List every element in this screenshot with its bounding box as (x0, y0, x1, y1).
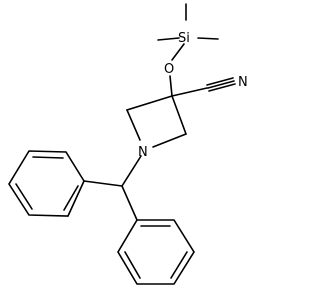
silicon-atom-label: Si (178, 31, 190, 46)
cn-triple-bond-3 (208, 83, 236, 92)
cn-triple-bond-1 (206, 77, 234, 86)
phenyl-left-double-2 (15, 183, 33, 210)
phenyl-bottom-double-2 (170, 251, 188, 279)
ch-left-phenyl-bond (83, 180, 123, 187)
phenyl-left-hexagon (8, 150, 85, 217)
phenyl-ring-left (8, 150, 85, 217)
ring-bond-c2-c3 (126, 95, 173, 111)
phenyl-ring-bottom (117, 219, 195, 285)
ring-bond-n-c2 (126, 109, 141, 141)
structure-diagram: Si O N N (8, 3, 248, 285)
azetidine-nitrogen-label: N (138, 145, 148, 160)
nitrile-nitrogen-label: N (238, 75, 248, 90)
oxygen-atom-label: O (164, 62, 174, 77)
o-c3-bond (169, 75, 173, 97)
cn-triple-bond-2 (207, 80, 235, 89)
ch-bottom-phenyl-bond (121, 185, 138, 221)
molecule-canvas: Si O N N (8, 3, 248, 285)
ring-bond-c3-c4 (171, 95, 187, 135)
nitrile-group (171, 77, 236, 97)
si-methyl-bond-right (197, 37, 219, 40)
c3-cn-bond (171, 87, 208, 97)
si-o-bond (171, 43, 185, 61)
si-methyl-bond-left (157, 37, 180, 41)
phenyl-left-double-1 (32, 156, 64, 159)
ring-bond-c4-n (152, 133, 187, 148)
n-ch-bond (121, 155, 142, 187)
trimethylsilyl-group (157, 3, 219, 61)
phenyl-bottom-double-3 (124, 251, 141, 279)
phenyl-left-double-3 (63, 185, 79, 211)
azetidine-ring (126, 95, 187, 148)
phenyl-bottom-hexagon (117, 219, 195, 285)
